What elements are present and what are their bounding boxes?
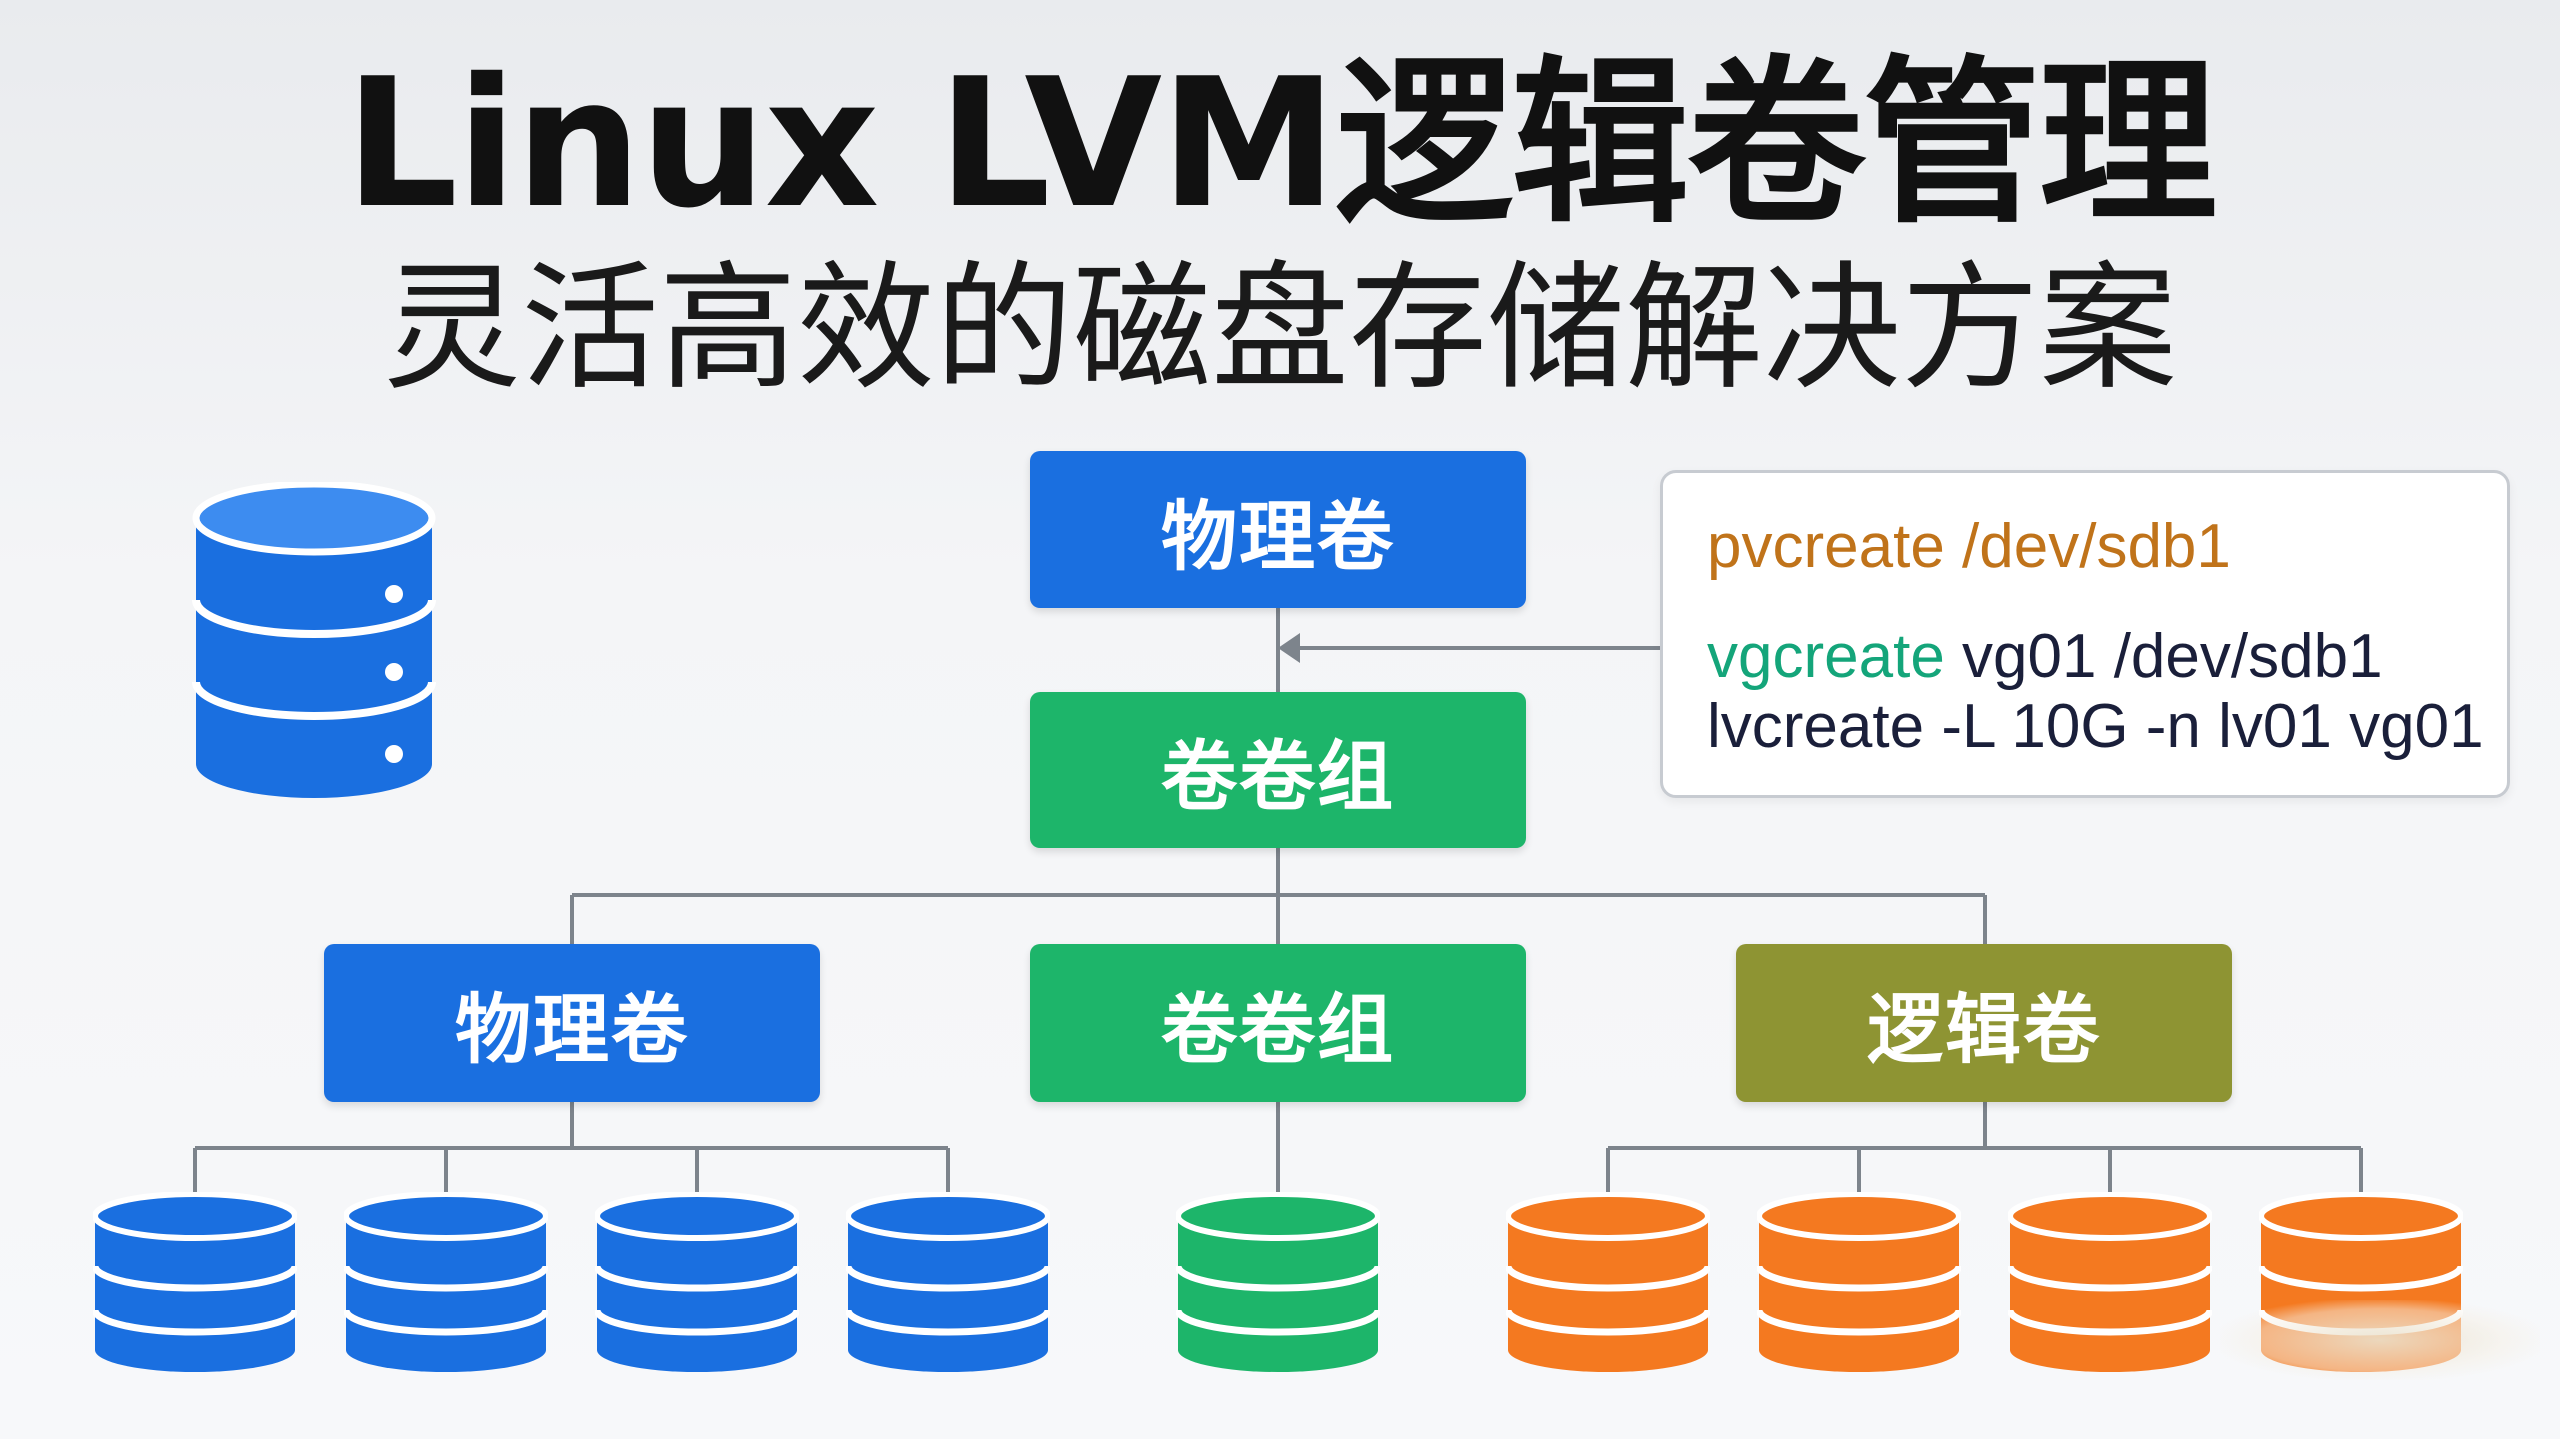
database-disk-icon xyxy=(1176,1192,1380,1372)
logical-volume-box: 逻辑卷 xyxy=(1736,944,2232,1102)
database-disk-icon xyxy=(2008,1192,2212,1372)
database-disk-icon xyxy=(1757,1192,1961,1372)
database-server-icon xyxy=(192,482,436,798)
vgcreate-args: vg01 /dev/sdb1 xyxy=(1944,622,2383,691)
pvcreate-keyword: pvcreate xyxy=(1707,512,1945,581)
command-line-2: vgcreate vg01 /dev/sdb1 xyxy=(1707,621,2383,692)
command-panel: pvcreate /dev/sdb1 vgcreate vg01 /dev/sd… xyxy=(1660,470,2510,798)
vgcreate-keyword: vgcreate xyxy=(1707,622,1945,691)
volume-group-box: 卷卷组 xyxy=(1030,944,1526,1102)
volume-group-box-top: 卷卷组 xyxy=(1030,692,1526,848)
command-line-3: lvcreate -L 10G -n lv01 vg01 xyxy=(1707,692,2484,761)
page-title: Linux LVM逻辑卷管理 xyxy=(344,40,2217,247)
database-disk-icon xyxy=(344,1192,548,1372)
physical-volume-box-top: 物理卷 xyxy=(1030,451,1526,608)
command-line-1: pvcreate /dev/sdb1 xyxy=(1707,511,2231,582)
database-disk-icon xyxy=(93,1192,297,1372)
database-disk-icon xyxy=(1506,1192,1710,1372)
pvcreate-args: /dev/sdb1 xyxy=(1944,512,2231,581)
physical-volume-box: 物理卷 xyxy=(324,944,820,1102)
database-disk-icon xyxy=(846,1192,1050,1372)
watermark-smudge xyxy=(2220,1300,2540,1380)
database-disk-icon xyxy=(595,1192,799,1372)
page-subtitle: 灵活高效的磁盘存储解决方案 xyxy=(382,248,2177,409)
